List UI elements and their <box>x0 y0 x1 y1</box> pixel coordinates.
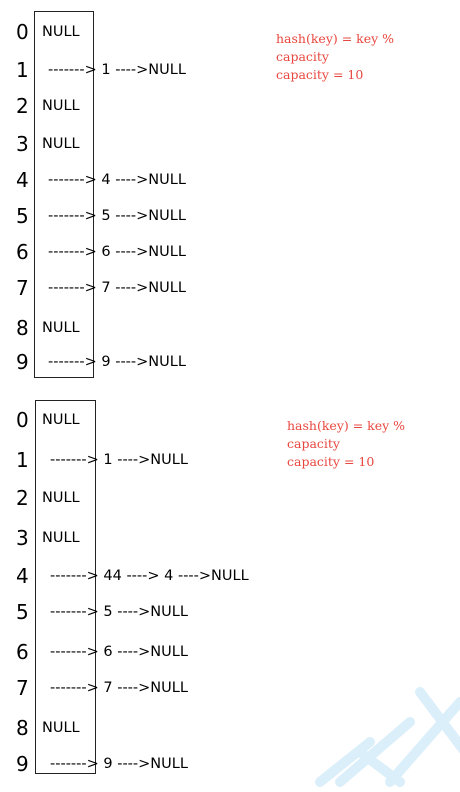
bucket-index: 7 <box>16 276 29 300</box>
linked-list-chain: -------> 1 ---->NULL <box>50 452 188 468</box>
linked-list-chain: -------> 7 ---->NULL <box>48 280 186 296</box>
bucket-null-cell: NULL <box>42 136 80 152</box>
hash-function-note: hash(key) = key % capacity capacity = 10 <box>276 30 394 84</box>
bucket-index: 3 <box>16 132 29 156</box>
bucket-array-box <box>34 11 94 378</box>
bucket-null-cell: NULL <box>42 412 80 428</box>
hash-function-note: hash(key) = key % capacity capacity = 10 <box>287 417 405 471</box>
bucket-null-cell: NULL <box>42 720 80 736</box>
bucket-index: 4 <box>16 168 29 192</box>
hash-table-diagram-before: hash(key) = key % capacity capacity = 10… <box>0 0 460 392</box>
linked-list-chain: -------> 9 ---->NULL <box>50 756 188 772</box>
bucket-index: 9 <box>16 752 29 776</box>
bucket-index: 7 <box>16 676 29 700</box>
bucket-index: 6 <box>16 240 29 264</box>
bucket-null-cell: NULL <box>42 490 80 506</box>
note-line: hash(key) = key % <box>287 418 406 433</box>
bucket-index: 9 <box>16 350 29 374</box>
bucket-array-box <box>35 400 96 774</box>
bucket-index: 2 <box>16 486 29 510</box>
bucket-index: 4 <box>16 564 29 588</box>
bucket-index: 2 <box>16 94 29 118</box>
bucket-index: 8 <box>16 716 29 740</box>
linked-list-chain: -------> 6 ---->NULL <box>50 644 188 660</box>
bucket-index: 5 <box>16 600 29 624</box>
bucket-index: 3 <box>16 526 29 550</box>
linked-list-chain: -------> 4 ---->NULL <box>48 172 186 188</box>
linked-list-chain: -------> 44 ----> 4 ---->NULL <box>50 568 249 584</box>
note-line: capacity <box>287 436 340 451</box>
bucket-index: 0 <box>16 408 29 432</box>
bucket-index: 1 <box>16 448 29 472</box>
note-line: capacity = 10 <box>287 454 375 469</box>
bucket-null-cell: NULL <box>42 530 80 546</box>
hash-table-diagram-after: hash(key) = key % capacity capacity = 10… <box>0 392 460 792</box>
bucket-index: 5 <box>16 204 29 228</box>
linked-list-chain: -------> 7 ---->NULL <box>50 680 188 696</box>
bucket-index: 1 <box>16 58 29 82</box>
linked-list-chain: -------> 5 ---->NULL <box>48 208 186 224</box>
linked-list-chain: -------> 5 ---->NULL <box>50 604 188 620</box>
bucket-null-cell: NULL <box>42 320 80 336</box>
bucket-index: 0 <box>16 20 29 44</box>
linked-list-chain: -------> 6 ---->NULL <box>48 244 186 260</box>
bucket-index: 8 <box>16 316 29 340</box>
bucket-null-cell: NULL <box>42 24 80 40</box>
bucket-index: 6 <box>16 640 29 664</box>
bucket-null-cell: NULL <box>42 98 80 114</box>
linked-list-chain: -------> 1 ---->NULL <box>48 62 186 78</box>
linked-list-chain: -------> 9 ---->NULL <box>48 354 186 370</box>
note-line: hash(key) = key % <box>276 31 395 46</box>
note-line: capacity <box>276 49 329 64</box>
watermark-logo <box>315 687 460 787</box>
note-line: capacity = 10 <box>276 67 364 82</box>
